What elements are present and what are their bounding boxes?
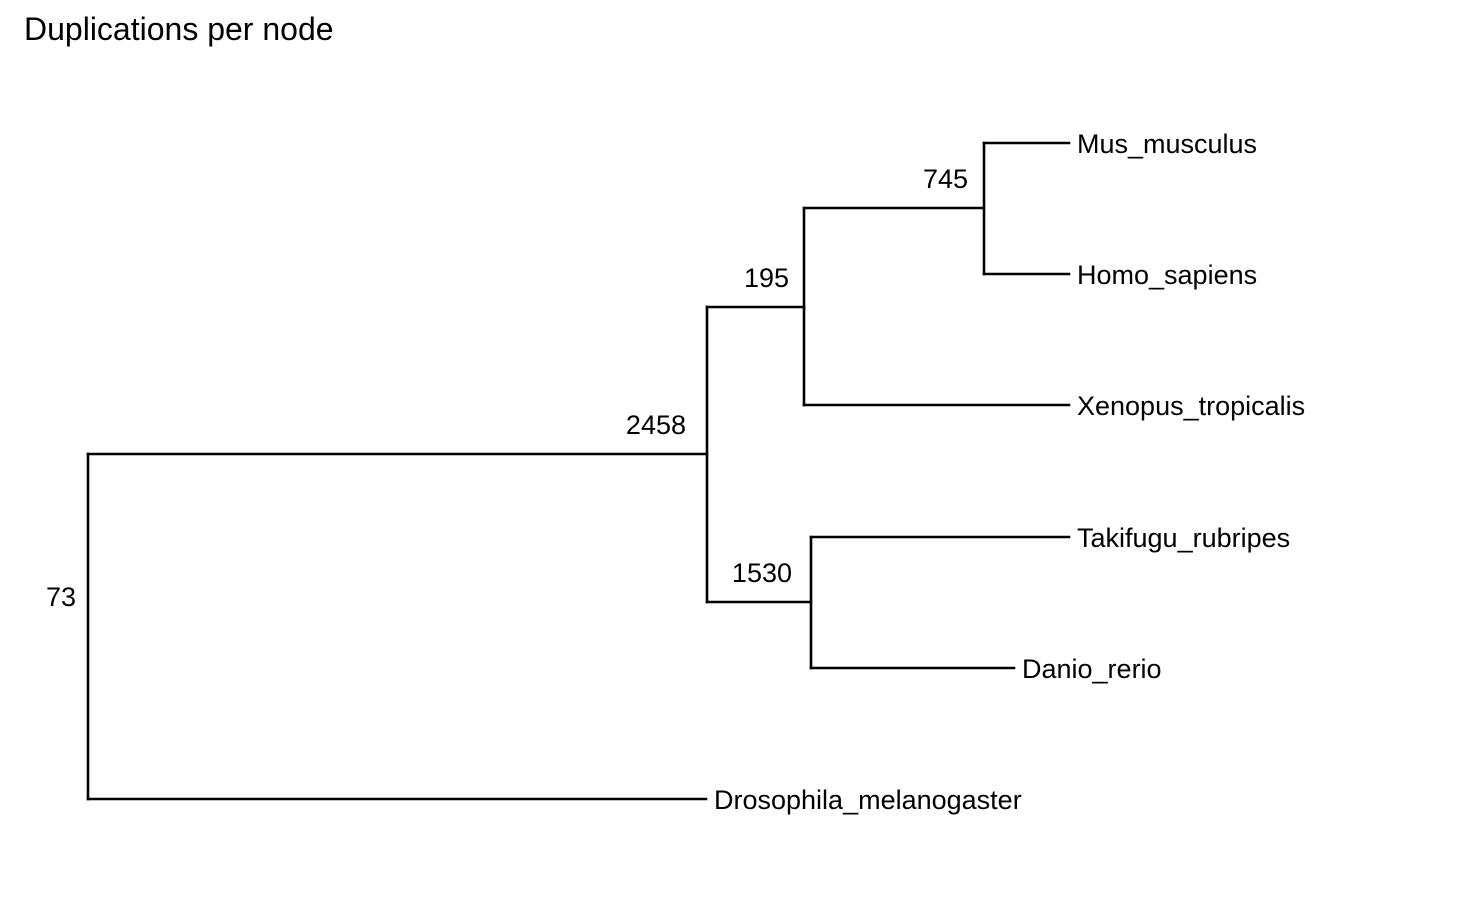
node-label-n195: 195 bbox=[744, 263, 789, 293]
page-title: Duplications per node bbox=[24, 11, 334, 47]
tip-label-drosophila: Drosophila_melanogaster bbox=[714, 785, 1022, 815]
tip-label-mus: Mus_musculus bbox=[1077, 129, 1257, 159]
node-label-n1530: 1530 bbox=[732, 558, 792, 588]
tree-branches bbox=[86, 141, 1071, 801]
tip-label-homo: Homo_sapiens bbox=[1077, 260, 1257, 290]
tip-label-takifugu: Takifugu_rubripes bbox=[1077, 523, 1290, 553]
tip-label-xenopus: Xenopus_tropicalis bbox=[1077, 391, 1305, 421]
tip-label-danio: Danio_rerio bbox=[1022, 654, 1162, 684]
node-label-n2458: 2458 bbox=[626, 410, 686, 440]
node-labels: 745 195 1530 2458 73 bbox=[46, 164, 968, 612]
tip-labels: Mus_musculusHomo_sapiensXenopus_tropical… bbox=[714, 129, 1305, 815]
node-label-n73: 73 bbox=[46, 582, 76, 612]
node-label-n745: 745 bbox=[923, 164, 968, 194]
